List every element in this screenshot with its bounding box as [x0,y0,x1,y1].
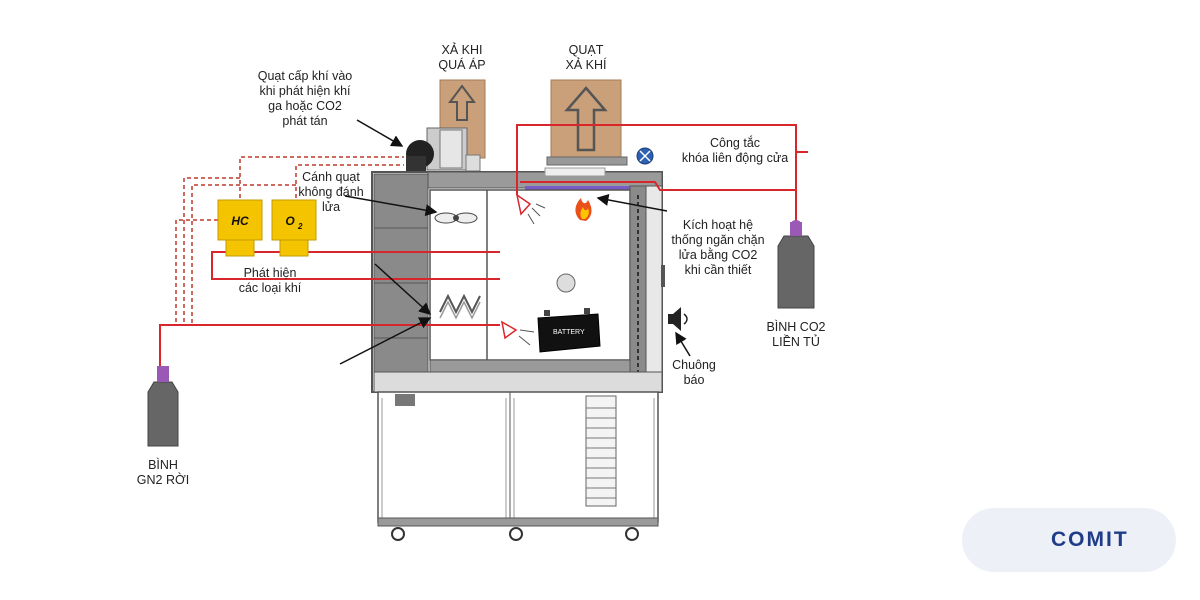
wheel [625,527,639,541]
svg-text:2: 2 [297,222,303,231]
co2-nozzle-icon [500,320,518,340]
detector-wiring [175,156,404,325]
heater-icon [439,293,481,315]
callout-arrows [339,119,691,365]
exhaust-fan-base [546,156,628,166]
exhaust-fan-duct [550,79,622,159]
speaker-icon [668,307,688,331]
arrow-up-icon [448,84,476,121]
o2-label: O [285,214,295,228]
sensor-dot [556,273,576,293]
interlock-switch-icon [636,147,654,165]
hc-label: HC [231,214,249,228]
brand-logo-badge [962,508,1176,572]
brand-name: COMIT [1051,528,1129,551]
arrow-up-icon [564,86,608,152]
gn2-cylinder [147,366,179,447]
fan-icon [434,212,478,224]
svg-text:BATTERY: BATTERY [553,329,585,336]
co2-pipe [516,124,808,222]
hc-detector: HC [217,199,263,257]
o2-detector: O 2 [271,199,317,257]
wheel [509,527,523,541]
cabinet: BATTERY [371,167,665,541]
battery-icon: BATTERY [537,308,601,353]
wheel [391,527,405,541]
co2-cylinder [777,220,815,309]
co2-nozzle-icon [515,193,532,216]
interlock-strip [525,186,635,192]
